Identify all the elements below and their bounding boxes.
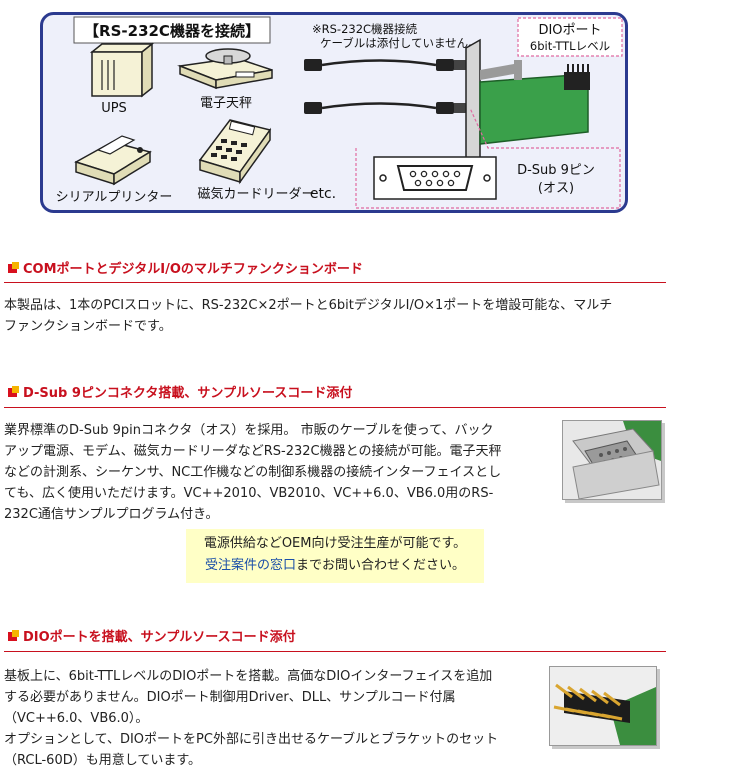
ups-icon [89, 42, 155, 98]
cable-top [304, 59, 466, 71]
body-line: ファンクションボードです。 [4, 319, 172, 334]
dio-label-line2: 6bit-TTLレベル [530, 39, 610, 53]
section-body-dio: 基板上に、6bit-TTLレベルのDIOポートを搭載。高価なDIOインターフェイ… [4, 666, 498, 771]
cable-note-line2: ケーブルは添付していません。 [320, 36, 480, 50]
section-body-dsub: 業界標準のD-Sub 9pinコネクタ（オス）を採用。 市販のケーブルを使って、… [4, 420, 501, 525]
section-heading-text: DIOポートを搭載、サンプルソースコード添付 [23, 630, 296, 645]
section-divider [4, 651, 666, 652]
pci-board-icon [465, 38, 590, 182]
body-line: 基板上に、6bit-TTLレベルのDIOポートを搭載。高価なDIOインターフェイ… [4, 669, 493, 684]
section-divider [4, 407, 666, 408]
oem-notice-line1: 電源供給などOEM向け受注生産が可能です。 [203, 536, 467, 551]
oem-notice-box: 電源供給などOEM向け受注生産が可能です。 受注案件の窓口までお問い合わせくださ… [186, 529, 484, 583]
body-line: （RCL-60D）も用意しています。 [4, 753, 202, 768]
section-body-multifunction: 本製品は、1本のPCIスロットに、RS-232C×2ポートと6bitデジタルI/… [4, 295, 612, 337]
diagram-title-box [73, 16, 271, 44]
cable-note-line1: ※RS-232C機器接続 [312, 22, 418, 36]
heading-bullet-icon [8, 385, 20, 398]
body-line: ても、広く使用いただけます。VC++2010、VB2010、VC++6.0、VB… [4, 486, 494, 501]
oem-notice-line2-suffix: までお問い合わせください。 [296, 558, 466, 573]
section-heading-multifunction: COMポートとデジタルI/Oのマルチファンクションボード [8, 258, 363, 277]
dio-header-photo [549, 666, 657, 746]
body-line: （VC++6.0、VB6.0）。 [4, 711, 149, 726]
card-reader-label: 磁気カードリーダー [197, 186, 314, 202]
body-line: する必要がありません。DIOポート制御用Driver、DLL、サンプルコード付属 [4, 690, 456, 705]
body-line: 業界標準のD-Sub 9pinコネクタ（オス）を採用。 市販のケーブルを使って、… [4, 423, 494, 438]
printer-label: シリアルプリンター [56, 190, 173, 205]
printer-icon [74, 135, 152, 186]
body-line: などの計測系、シーケンサ、NC工作機などの制御系機器の接続インターフェイスとし [4, 465, 502, 480]
section-heading-text: D-Sub 9ピンコネクタ搭載、サンプルソースコード添付 [23, 386, 353, 401]
section-divider [4, 282, 666, 283]
card-reader-icon [198, 119, 272, 185]
diagram-title: 【RS-232C機器を接続】 [84, 22, 260, 40]
scale-label: 電子天秤 [200, 96, 252, 111]
cable-bottom [304, 102, 466, 114]
section-heading-text: COMポートとデジタルI/Oのマルチファンクションボード [23, 262, 363, 277]
section-heading-dsub: D-Sub 9ピンコネクタ搭載、サンプルソースコード添付 [8, 382, 352, 401]
body-line: アップ電源、モデム、磁気カードリーダなどRS-232C機器との接続が可能。電子天… [4, 444, 502, 459]
scale-icon [177, 48, 273, 90]
etc-label: etc. [310, 186, 336, 202]
ups-label: UPS [101, 101, 127, 116]
dsub-label-line2: (オス) [538, 181, 574, 196]
dsub-label-line1: D-Sub 9ピン [517, 163, 595, 178]
body-line: オプションとして、DIOポートをPC外部に引き出せるケーブルとブラケットのセット [4, 732, 499, 747]
connection-diagram: 【RS-232C機器を接続】 UPS 電子天秤 シリアルプリンター [40, 12, 628, 213]
dsub-connector-photo [562, 420, 662, 500]
section-heading-dio: DIOポートを搭載、サンプルソースコード添付 [8, 626, 296, 645]
heading-bullet-icon [8, 261, 20, 274]
heading-bullet-icon [8, 629, 20, 642]
dio-label-line1: DIOポート [538, 23, 601, 38]
order-contact-link[interactable]: 受注案件の窓口 [204, 558, 296, 573]
oem-notice-line2: 受注案件の窓口までお問い合わせください。 [186, 555, 484, 577]
body-line: 232C通信サンプルプログラム付き。 [4, 507, 219, 522]
dio-label-box [517, 17, 623, 57]
body-line: 本製品は、1本のPCIスロットに、RS-232C×2ポートと6bitデジタルI/… [4, 298, 613, 313]
dsub-connector-icon [379, 165, 491, 191]
